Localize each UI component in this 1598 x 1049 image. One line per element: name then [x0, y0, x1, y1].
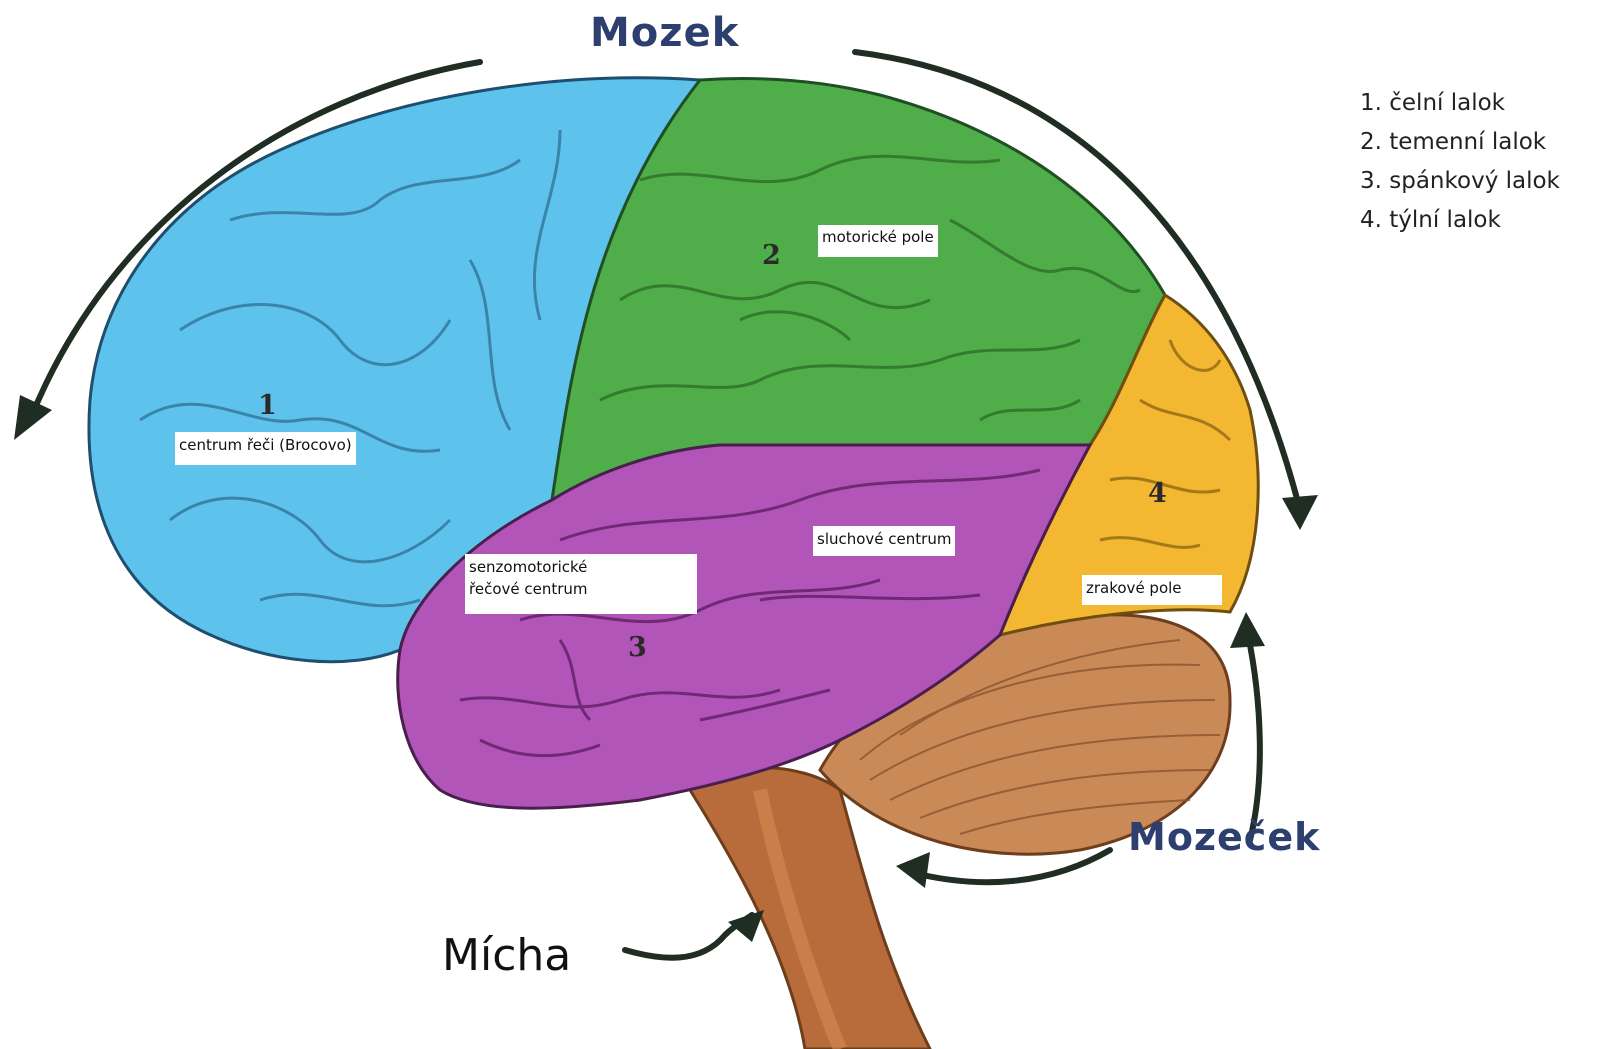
label-auditory-center: sluchové centrum: [813, 526, 955, 556]
label-speech-center: centrum řeči (Brocovo): [175, 432, 356, 465]
arrow-mozecek-up: [1247, 630, 1260, 840]
title-mozek: Mozek: [590, 10, 739, 56]
arrowhead-mozecek-left: [896, 852, 930, 888]
arrowhead-micha: [728, 910, 764, 942]
label-motor-field: motorické pole: [818, 225, 938, 257]
label-sensorimotor-line1: senzomotorické: [469, 556, 693, 578]
title-mozecek: Mozeček: [1128, 815, 1320, 859]
lobe-number-3: 3: [628, 632, 647, 663]
label-visual-field: zrakové pole: [1082, 575, 1222, 605]
arrowhead-mozecek-up: [1230, 612, 1265, 648]
arrowhead-mozek-left: [14, 395, 52, 440]
legend-item-frontal: 1. čelní lalok: [1360, 84, 1560, 123]
spinal-cord-label: Mícha: [442, 930, 571, 981]
legend-item-temporal: 3. spánkový lalok: [1360, 162, 1560, 201]
label-sensorimotor: senzomotorické řečové centrum: [465, 554, 697, 614]
lobe-number-1: 1: [258, 390, 277, 421]
label-sensorimotor-line2: řečové centrum: [469, 578, 693, 600]
lobe-number-4: 4: [1148, 478, 1167, 509]
lobe-number-2: 2: [762, 240, 781, 271]
legend-item-parietal: 2. temenní lalok: [1360, 123, 1560, 162]
legend-item-occipital: 4. týlní lalok: [1360, 201, 1560, 240]
arrowhead-mozek-right: [1282, 495, 1318, 530]
lobe-legend: 1. čelní lalok 2. temenní lalok 3. spánk…: [1360, 84, 1560, 240]
